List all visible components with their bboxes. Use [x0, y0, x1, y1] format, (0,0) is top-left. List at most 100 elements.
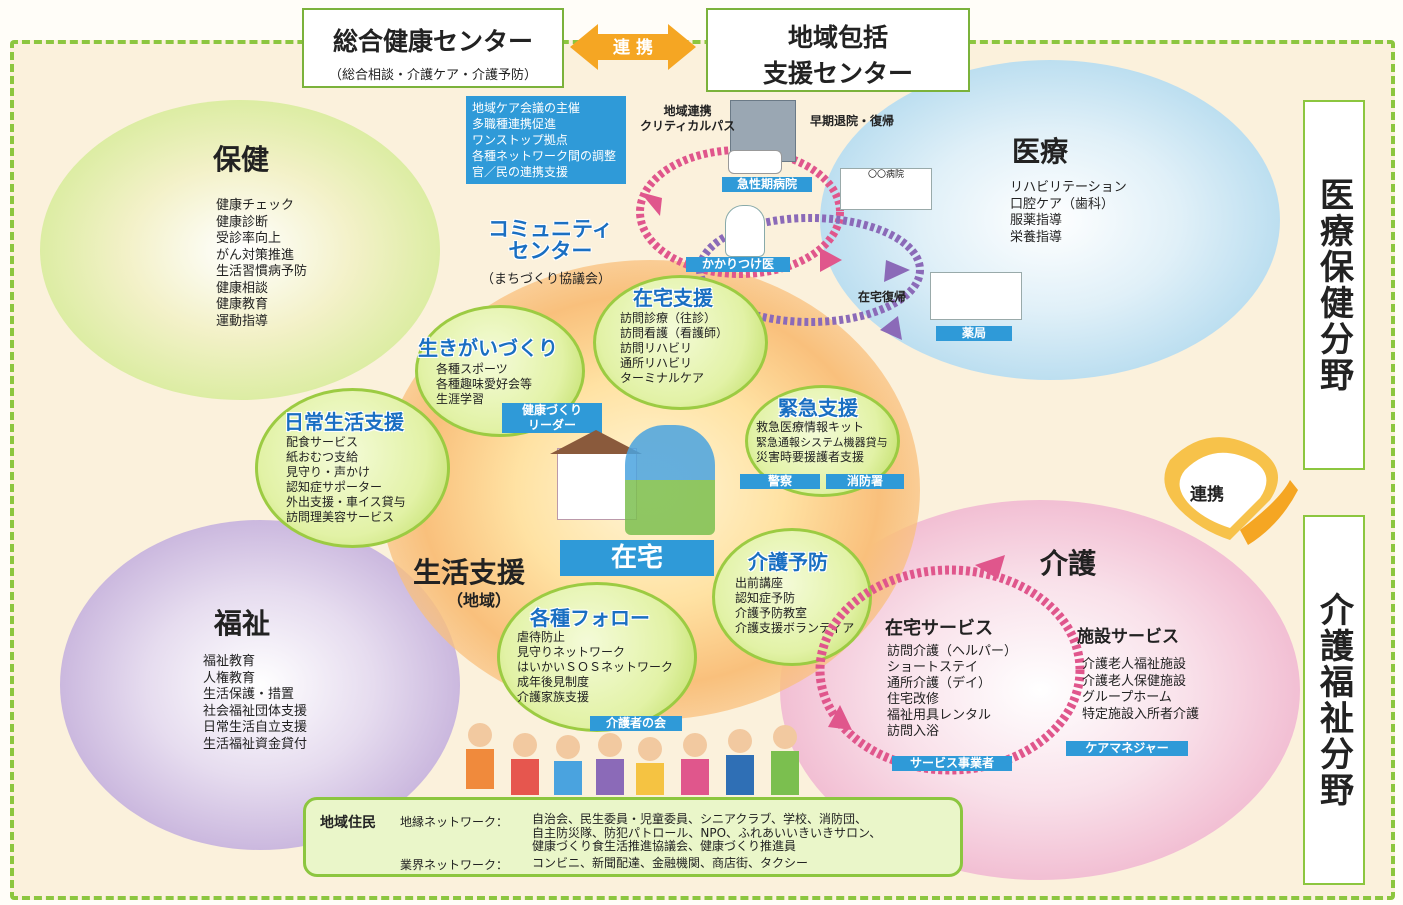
list-item: 訪問理美容サービス	[286, 510, 395, 524]
fire-tag: 消防署	[826, 474, 904, 489]
follow-title: 各種フォロー	[530, 606, 650, 630]
link-label-right: 連携	[1190, 485, 1224, 505]
list-item: グループホーム	[1082, 690, 1172, 705]
list-item: 訪問診療（往診）	[620, 311, 717, 325]
list-item: 出前講座	[735, 576, 784, 590]
list-item: 福祉教育	[203, 654, 256, 669]
list-item: 介護支援ボランティア	[735, 621, 855, 635]
list-item: 見守りネットワーク	[517, 645, 626, 659]
iryo-list: リハビリテーション 口腔ケア（歯科） 服薬指導 栄養指導	[1010, 180, 1127, 246]
list-item: 健康教育	[216, 297, 269, 312]
health-center-title: 総合健康センター	[332, 27, 533, 56]
list-item: 健康相談	[216, 280, 269, 296]
community-title-line1: コミュニティ	[488, 217, 613, 241]
network2-label: 業界ネットワーク：	[400, 858, 509, 872]
kinkyu-list: 救急医療情報キット 緊急通報システム機器貸与 災害時要援護者支援	[756, 420, 888, 465]
service-provider-tag: サービス事業者	[892, 756, 1012, 771]
fukushi-list: 福祉教育 人権教育 生活保護・措置 社会福祉団体支援 日常生活自立支援 生活福祉…	[203, 654, 307, 753]
resident-label: 地域住民	[320, 815, 376, 831]
nichijo-circle	[255, 388, 450, 548]
info-item: 官／民の連携支援	[472, 165, 569, 179]
list-item: 各種趣味愛好会等	[436, 377, 533, 391]
handshake-icon	[1164, 437, 1298, 545]
pathway-label: 地域連携 クリティカルパス	[640, 104, 736, 133]
community-title: コミュニティ センター	[488, 218, 613, 262]
list-item: 成年後見制度	[517, 675, 590, 689]
clinic-sign: 〇〇病院	[868, 170, 905, 180]
health-center-subtitle: （総合相談・介護ケア・介護予防）	[328, 68, 537, 83]
list-item: 訪問リハビリ	[620, 341, 693, 355]
iryo-title: 医療	[1012, 135, 1069, 168]
list-item: 紙おむつ支給	[286, 450, 359, 464]
zaitaku-shien-title: 在宅支援	[633, 286, 713, 310]
kaigo-title: 介護	[1040, 547, 1097, 580]
list-item: 生活福祉資金貸付	[203, 736, 308, 752]
info-item: 各種ネットワーク間の調整	[472, 149, 617, 163]
list-item: 災害時要援護者支援	[756, 450, 865, 464]
list-item: 通所リハビリ	[620, 356, 693, 370]
community-title-line2: センター	[508, 239, 593, 263]
pharmacy-tag: 薬局	[936, 326, 1012, 341]
kaigo-cycle	[815, 555, 1085, 775]
kaigo-yobo-list: 出前講座 認知症予防 介護予防教室 介護支援ボランティア	[735, 576, 854, 636]
list-item: 服薬指導	[1010, 213, 1063, 228]
nichijo-title: 日常生活支援	[284, 410, 404, 434]
ambulance	[728, 150, 782, 174]
list-item: 特定施設入所者介護	[1082, 706, 1200, 722]
info-box: 地域ケア会議の主催 多職種連携促進 ワンストップ拠点 各種ネットワーク間の調整 …	[466, 96, 626, 184]
list-item: 人権教育	[203, 670, 256, 686]
list-item: 救急医療情報キット	[756, 420, 865, 434]
medical-field-panel: 医療保健分野	[1303, 100, 1365, 470]
list-item: 栄養指導	[1010, 229, 1063, 245]
list-item: 通所介護（デイ）	[887, 676, 992, 691]
list-item: 認知症予防	[735, 591, 796, 605]
care-manager-tag: ケアマネジャー	[1066, 741, 1188, 756]
list-item: 外出支援・車イス貸与	[286, 495, 406, 509]
house-roof	[550, 430, 642, 454]
acute-hospital-tag: 急性期病院	[722, 177, 812, 192]
list-item: 日常生活自立支援	[203, 720, 308, 735]
list-item: がん対策推進	[216, 247, 295, 263]
list-item: ショートステイ	[887, 660, 979, 675]
list-item: 福祉用具レンタル	[887, 708, 992, 723]
list-item: 訪問看護（看護師）	[620, 326, 729, 340]
residents-illustration	[466, 723, 799, 795]
police-tag: 警察	[740, 474, 820, 489]
support-center-box: 地域包括 支援センター	[706, 8, 970, 92]
care-field-label: 介護福祉分野	[1313, 592, 1354, 808]
list-item: 健康チェック	[216, 198, 295, 213]
info-item: 地域ケア会議の主催	[472, 101, 581, 115]
health-leader-tag: 健康づくり リーダー	[502, 403, 602, 433]
network1-label: 地縁ネットワーク：	[400, 815, 509, 829]
fukushi-title: 福祉	[214, 607, 271, 640]
list-item: ターミナルケア	[620, 371, 705, 385]
list-item: リハビリテーション	[1010, 180, 1127, 195]
medical-field-label: 医療保健分野	[1313, 177, 1354, 393]
list-item: 受診率向上	[216, 231, 282, 246]
list-item: 配食サービス	[286, 435, 359, 449]
zaitaku-shien-circle	[593, 275, 768, 410]
list-item: 虐待防止	[517, 630, 566, 644]
list-item: 住宅改修	[887, 692, 940, 707]
list-item: 見守り・声かけ	[286, 465, 371, 479]
ikigai-title: 生きがいづくり	[418, 336, 558, 360]
list-item: 各種スポーツ	[436, 362, 508, 376]
care-field-panel: 介護福祉分野	[1303, 515, 1365, 885]
zaitaku-shien-list: 訪問診療（往診） 訪問看護（看護師） 訪問リハビリ 通所リハビリ ターミナルケア	[620, 311, 728, 386]
kaigo-yobo-title: 介護予防	[748, 550, 828, 574]
home-return-label: 在宅復帰	[858, 290, 907, 304]
health-center-box: 総合健康センター （総合相談・介護ケア・介護予防）	[302, 8, 564, 88]
pharmacy-building	[930, 272, 1022, 320]
living-support-title: 生活支援	[413, 556, 526, 589]
support-center-line2: 支援センター	[762, 59, 913, 88]
discharge-label: 早期退院・復帰	[810, 114, 895, 128]
kinkyu-title: 緊急支援	[778, 396, 858, 420]
kaigo-home-title: 在宅サービス	[885, 618, 993, 639]
living-support-sub: （地域）	[447, 591, 512, 610]
list-item: はいかいＳＯＳネットワーク	[517, 660, 674, 674]
gp-tag: かかりつけ医	[686, 257, 790, 272]
list-item: 訪問入浴	[887, 724, 940, 739]
resident-network-box: 地域住民 地縁ネットワーク： 自治会、民生委員・児童委員、シニアクラブ、学校、消…	[303, 797, 963, 877]
list-item: 運動指導	[216, 313, 269, 329]
info-item: 多職種連携促進	[472, 117, 557, 131]
